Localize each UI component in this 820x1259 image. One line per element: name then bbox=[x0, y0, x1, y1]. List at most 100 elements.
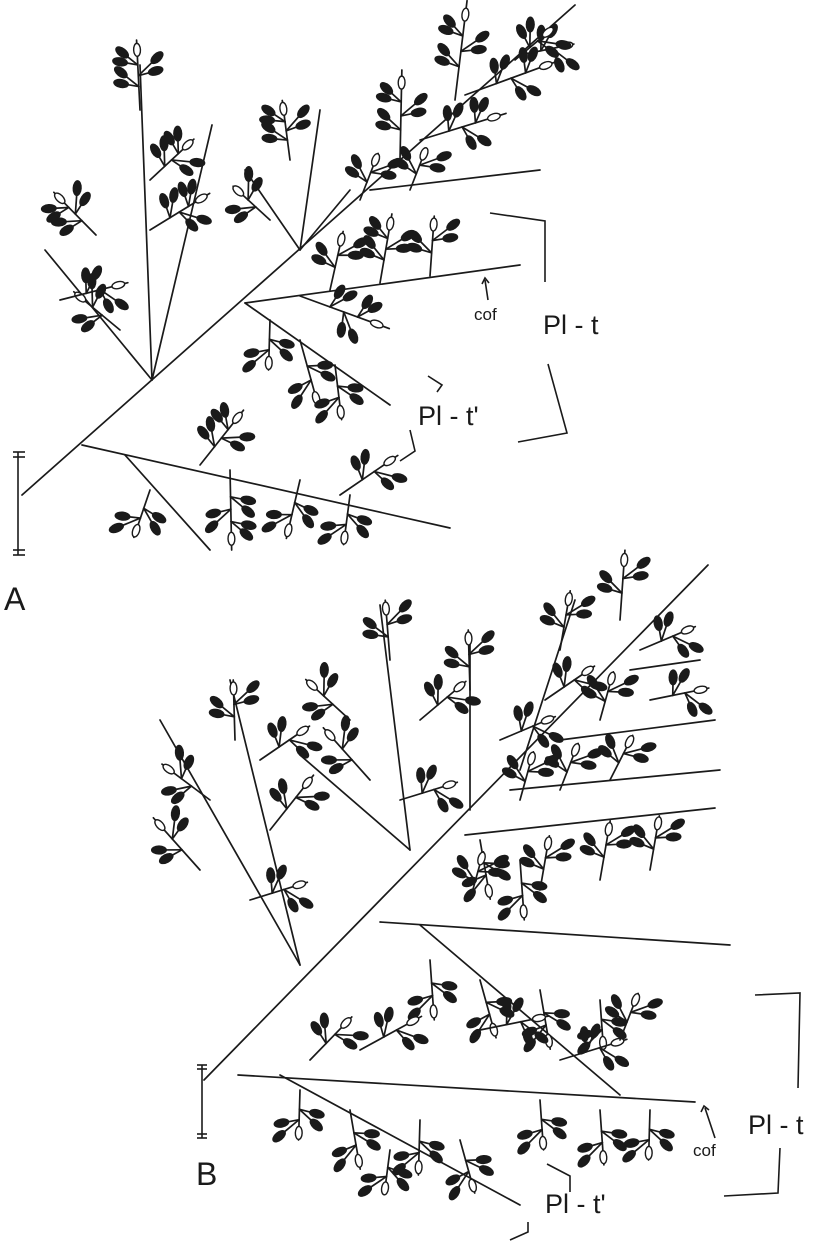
pedicel bbox=[294, 795, 317, 799]
spikelet-closed bbox=[189, 157, 206, 168]
spikelet-closed bbox=[512, 997, 524, 1012]
spikelet-closed bbox=[611, 1129, 628, 1139]
spikelet-open-cof bbox=[543, 836, 553, 851]
pedicel bbox=[430, 982, 447, 995]
spikelet-closed bbox=[443, 14, 456, 28]
primary-branch bbox=[509, 769, 721, 791]
pedicel bbox=[520, 882, 537, 895]
pedicel bbox=[273, 734, 280, 748]
spikelet-closed bbox=[445, 1174, 461, 1186]
pedicel bbox=[336, 244, 357, 257]
spikelet-closed bbox=[359, 247, 375, 259]
spikelet-open-cof bbox=[461, 7, 470, 22]
spikelet-closed bbox=[396, 614, 413, 625]
secondary-branch-pl-t-prime bbox=[244, 302, 391, 406]
spikelet-closed bbox=[276, 864, 287, 880]
pedicel bbox=[544, 846, 564, 859]
pedicel bbox=[373, 625, 390, 638]
spikelet-closed bbox=[360, 1173, 377, 1183]
pedicel bbox=[64, 219, 83, 223]
spikelet-open-cof bbox=[301, 776, 313, 790]
spikelet-open-cof bbox=[231, 411, 243, 425]
primary-branch bbox=[139, 64, 153, 381]
spikelet-closed bbox=[478, 1165, 494, 1176]
spikelet-closed bbox=[499, 54, 510, 70]
spikelet-closed bbox=[543, 602, 556, 617]
spikelet-closed bbox=[379, 82, 394, 95]
spikelet-closed bbox=[320, 370, 336, 382]
spikelet-closed bbox=[478, 97, 489, 113]
spikelet-closed bbox=[393, 1151, 410, 1161]
spikelet-closed bbox=[373, 1011, 384, 1028]
spikelet-closed bbox=[210, 408, 223, 423]
spikelet-closed bbox=[617, 687, 634, 697]
pedicel bbox=[329, 297, 346, 308]
pedicel bbox=[53, 206, 70, 210]
spikelet-open-cof bbox=[527, 751, 536, 766]
pedicel bbox=[456, 1170, 470, 1190]
spikelet-closed bbox=[478, 645, 495, 655]
spikelet-closed bbox=[589, 1023, 601, 1039]
pedicel bbox=[137, 60, 154, 77]
spikelet-closed bbox=[394, 157, 409, 170]
pedicel bbox=[540, 1118, 556, 1131]
spikelet-closed bbox=[183, 754, 195, 770]
spikelet-closed bbox=[246, 680, 260, 694]
pedicel bbox=[622, 565, 640, 580]
spikelet-closed bbox=[170, 791, 185, 805]
pedicel bbox=[515, 766, 527, 783]
pedicel bbox=[495, 66, 504, 85]
pedicel bbox=[558, 756, 568, 773]
spikelet-closed bbox=[259, 115, 276, 125]
spikelet-open-cof bbox=[531, 1013, 547, 1023]
spikelet-closed bbox=[315, 410, 328, 424]
spikelet-closed bbox=[436, 151, 452, 162]
spikelet-closed bbox=[429, 163, 446, 173]
pedicel bbox=[306, 365, 324, 375]
spikelet-open-cof bbox=[414, 1160, 423, 1175]
spikelet-closed bbox=[161, 786, 177, 796]
panel-a-annotations bbox=[13, 212, 569, 556]
spikelet-closed bbox=[79, 191, 91, 207]
spikelet-closed bbox=[239, 528, 254, 541]
pedicel bbox=[402, 1151, 420, 1167]
pedicel bbox=[165, 205, 171, 219]
pedicel bbox=[671, 635, 692, 646]
spikelet-closed bbox=[112, 57, 128, 67]
spikelet-closed bbox=[554, 57, 565, 73]
spikelet-closed bbox=[347, 250, 364, 260]
pedicel bbox=[256, 348, 270, 353]
pedicel bbox=[400, 102, 418, 117]
pedicel bbox=[91, 286, 94, 309]
pedicel bbox=[618, 1006, 628, 1023]
spikelet-closed bbox=[187, 178, 197, 195]
pedicel bbox=[233, 689, 250, 706]
spikelet-closed bbox=[311, 254, 327, 266]
pedicel bbox=[372, 245, 385, 261]
spikelet-closed bbox=[363, 1129, 380, 1139]
spikelet-closed bbox=[441, 981, 458, 991]
pedicel bbox=[563, 669, 568, 688]
pedicel bbox=[477, 1013, 491, 1032]
spikelet-closed bbox=[309, 1118, 323, 1132]
spikelet-closed bbox=[668, 669, 678, 686]
spikelet-closed bbox=[310, 1021, 323, 1036]
spikelet-closed bbox=[204, 520, 219, 534]
spikelet-closed bbox=[159, 192, 170, 209]
spikelet-closed bbox=[302, 702, 318, 712]
pedicel bbox=[390, 91, 403, 103]
spikelet-open-cof bbox=[292, 880, 307, 890]
spikelet-open-cof bbox=[610, 1037, 625, 1047]
spikelet-open-cof bbox=[397, 75, 406, 90]
spikelet-closed bbox=[233, 211, 249, 224]
spikelet-closed bbox=[497, 907, 511, 921]
pedicel bbox=[356, 309, 371, 318]
spikelet-closed bbox=[333, 1158, 346, 1173]
pedicel bbox=[592, 843, 605, 858]
spikelet-closed bbox=[497, 895, 514, 906]
spikelet-closed bbox=[556, 1019, 571, 1031]
pedicel bbox=[171, 828, 181, 840]
pedicel bbox=[346, 513, 360, 528]
spikelet-closed bbox=[244, 165, 254, 182]
spikelet-closed bbox=[629, 836, 645, 848]
